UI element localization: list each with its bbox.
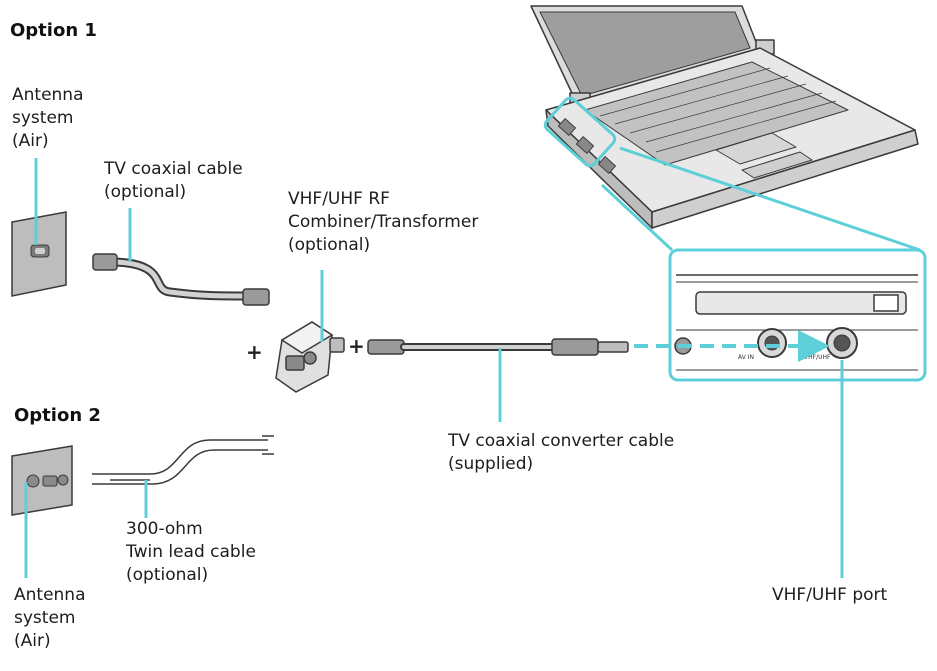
laptop-icon (530, 5, 919, 229)
antenna-system-label: Antenna system (Air) (14, 585, 86, 651)
twin-lead-cable-icon (92, 435, 274, 485)
port-area-highlight (543, 96, 617, 168)
plus-sign: + (246, 340, 263, 364)
converter-cable-label: TV coaxial converter cable (supplied) (448, 431, 675, 474)
callout-line (600, 183, 674, 252)
antenna-system-label: Antenna system (Air) (12, 85, 84, 151)
converter-cable-icon (367, 338, 629, 356)
vhf-uhf-port-label: VHF/UHF port (772, 585, 888, 605)
wall-outlet-icon (11, 211, 67, 297)
combiner-transformer-icon (275, 321, 345, 393)
twin-lead-label: 300-ohm Twin lead cable (optional) (126, 519, 256, 585)
coaxial-cable-icon (92, 253, 270, 306)
coax-cable-label: TV coaxial cable (optional) (104, 159, 243, 202)
svg-text:VHF/UHF: VHF/UHF (804, 354, 831, 361)
callout-line (619, 146, 921, 252)
option1-heading: Option 1 (10, 20, 97, 41)
option2-heading: Option 2 (14, 405, 101, 426)
port-zoom-panel: AV IN VHF/UHF (668, 248, 927, 382)
wall-outlet-icon (11, 445, 73, 516)
plus-sign: + (348, 334, 365, 358)
svg-text:AV IN: AV IN (738, 354, 754, 361)
combiner-label: VHF/UHF RF Combiner/Transformer (optiona… (288, 189, 479, 255)
